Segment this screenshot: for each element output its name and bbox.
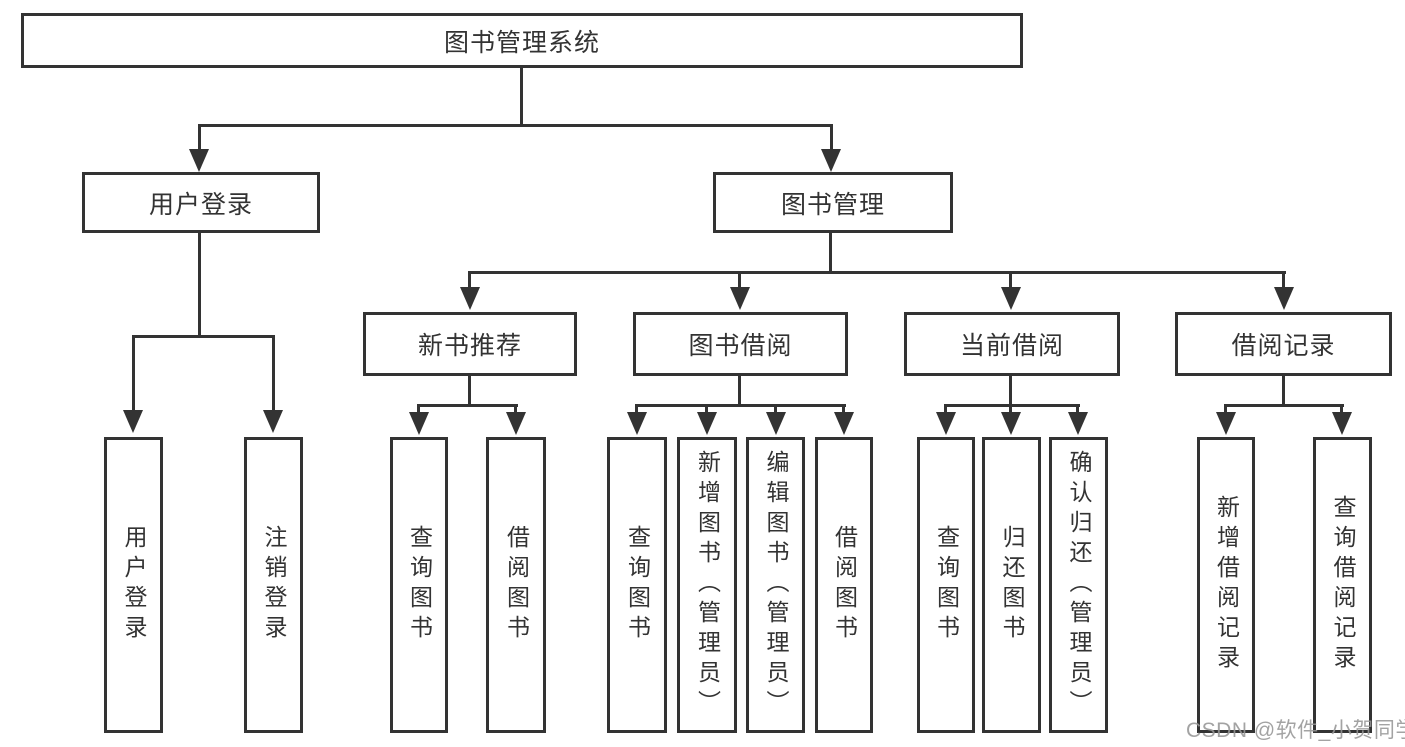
connector-line bbox=[1224, 404, 1344, 407]
node-label: 编辑图书（管理员） bbox=[763, 450, 789, 720]
connector-line bbox=[1009, 271, 1012, 288]
arrowhead bbox=[821, 149, 841, 172]
connector-line bbox=[738, 376, 741, 407]
connector-line bbox=[944, 404, 947, 414]
connector-line bbox=[417, 404, 420, 414]
leaf-user-login: 用户登录 bbox=[104, 437, 163, 733]
arrowhead bbox=[834, 412, 854, 435]
connector-line bbox=[520, 68, 523, 127]
node-label: 注销登录 bbox=[261, 525, 287, 645]
node-book-management: 图书管理 bbox=[713, 172, 953, 233]
arrowhead bbox=[189, 149, 209, 172]
arrowhead bbox=[1216, 412, 1236, 435]
arrowhead bbox=[627, 412, 647, 435]
connector-line bbox=[635, 404, 638, 414]
node-label: 用户登录 bbox=[121, 525, 147, 645]
connector-line bbox=[1340, 404, 1343, 414]
arrowhead bbox=[460, 287, 480, 310]
leaf-query-books-1: 查询图书 bbox=[390, 437, 448, 733]
leaf-borrow-books-2: 借阅图书 bbox=[815, 437, 873, 733]
node-user-login: 用户登录 bbox=[82, 172, 320, 233]
arrowhead bbox=[766, 412, 786, 435]
node-label: 图书管理系统 bbox=[443, 28, 600, 57]
leaf-add-borrow-record: 新增借阅记录 bbox=[1197, 437, 1255, 733]
connector-line bbox=[468, 376, 471, 407]
arrowhead bbox=[1001, 287, 1021, 310]
node-label: 当前借阅 bbox=[959, 332, 1064, 360]
connector-line bbox=[272, 335, 275, 412]
connector-line bbox=[198, 233, 201, 337]
node-label: 查询图书 bbox=[933, 525, 960, 645]
leaf-logout: 注销登录 bbox=[244, 437, 303, 733]
connector-line bbox=[417, 404, 518, 407]
connector-line bbox=[1009, 376, 1012, 407]
arrowhead bbox=[1274, 287, 1294, 310]
arrowhead bbox=[123, 410, 143, 433]
connector-line bbox=[705, 404, 708, 414]
connector-line bbox=[1224, 404, 1227, 414]
connector-line bbox=[774, 404, 777, 414]
arrowhead bbox=[936, 412, 956, 435]
connector-line bbox=[944, 404, 1080, 407]
arrowhead bbox=[1001, 412, 1021, 435]
leaf-query-books-3: 查询图书 bbox=[917, 437, 975, 733]
node-label: 用户登录 bbox=[148, 190, 253, 219]
arrowhead bbox=[1068, 412, 1088, 435]
connector-line bbox=[198, 124, 201, 152]
node-label: 图书借阅 bbox=[688, 332, 793, 360]
leaf-borrow-books-1: 借阅图书 bbox=[486, 437, 546, 733]
node-label: 查询图书 bbox=[406, 525, 433, 645]
node-label: 归还图书 bbox=[999, 525, 1025, 645]
arrowhead bbox=[697, 412, 717, 435]
connector-line bbox=[132, 335, 275, 338]
leaf-edit-books-admin: 编辑图书（管理员） bbox=[746, 437, 805, 733]
leaf-confirm-return-admin: 确认归还（管理员） bbox=[1049, 437, 1108, 733]
connector-line bbox=[468, 271, 1286, 274]
arrowhead bbox=[506, 412, 526, 435]
connector-line bbox=[635, 404, 846, 407]
arrowhead bbox=[409, 412, 429, 435]
leaf-add-books-admin: 新增图书（管理员） bbox=[677, 437, 737, 733]
node-label: 借阅图书 bbox=[503, 525, 530, 645]
arrowhead bbox=[730, 287, 750, 310]
connector-line bbox=[1282, 271, 1285, 288]
node-label: 新书推荐 bbox=[417, 332, 522, 360]
csdn-watermark: CSDN @软件_小贺同学 bbox=[1186, 719, 1405, 742]
node-label: 图书管理 bbox=[780, 190, 885, 219]
connector-line bbox=[1282, 376, 1285, 407]
connector-line bbox=[829, 233, 832, 274]
node-label: 借阅记录 bbox=[1231, 332, 1336, 360]
connector-line bbox=[198, 124, 833, 127]
node-label: 查询图书 bbox=[624, 525, 651, 645]
arrowhead bbox=[1332, 412, 1352, 435]
node-root: 图书管理系统 bbox=[21, 13, 1023, 68]
node-borrow-records: 借阅记录 bbox=[1175, 312, 1392, 376]
node-label: 新增图书（管理员） bbox=[694, 450, 721, 720]
node-label: 确认归还（管理员） bbox=[1066, 450, 1092, 720]
connector-line bbox=[842, 404, 845, 414]
connector-line bbox=[132, 335, 135, 412]
connector-line bbox=[1076, 404, 1079, 414]
node-label: 查询借阅记录 bbox=[1330, 495, 1356, 675]
node-book-borrow: 图书借阅 bbox=[633, 312, 848, 376]
node-new-book-recommend: 新书推荐 bbox=[363, 312, 577, 376]
node-current-borrow: 当前借阅 bbox=[904, 312, 1120, 376]
connector-line bbox=[738, 271, 741, 288]
connector-line bbox=[468, 271, 471, 288]
leaf-query-borrow-record: 查询借阅记录 bbox=[1313, 437, 1372, 733]
arrowhead bbox=[263, 410, 283, 433]
connector-line bbox=[514, 404, 517, 414]
node-label: 借阅图书 bbox=[831, 525, 858, 645]
connector-line bbox=[1009, 404, 1012, 414]
leaf-return-books: 归还图书 bbox=[982, 437, 1041, 733]
connector-line bbox=[830, 124, 833, 152]
leaf-query-books-2: 查询图书 bbox=[607, 437, 667, 733]
node-label: 新增借阅记录 bbox=[1213, 495, 1240, 675]
